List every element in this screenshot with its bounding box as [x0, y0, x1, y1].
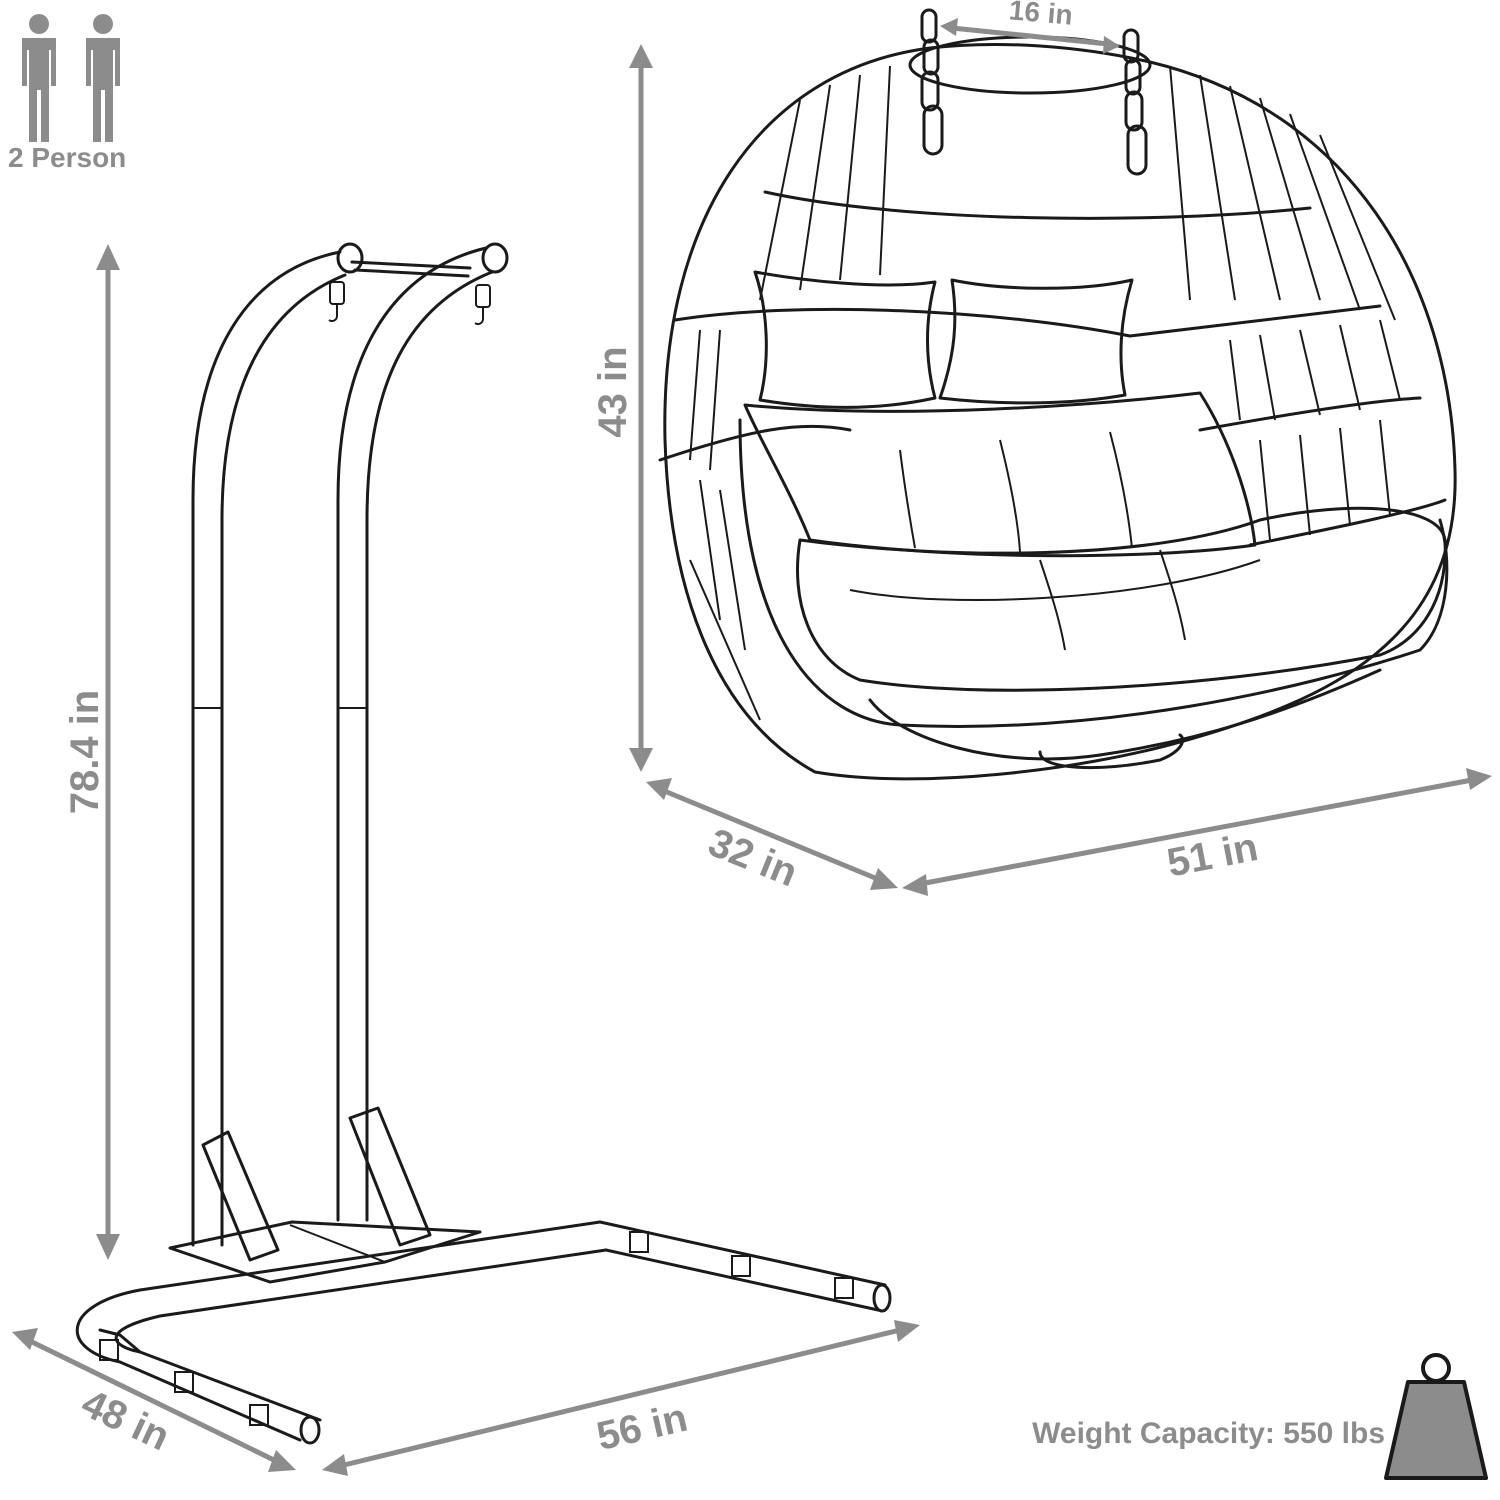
chair-height-label: 43 in — [591, 346, 635, 437]
weight-capacity-value: 550 lbs — [1283, 1417, 1385, 1450]
dimension-line-stand-height — [96, 244, 120, 1260]
dimension-line-stand-width — [322, 1320, 920, 1476]
stand-height-label: 78.4 in — [63, 690, 107, 815]
dimension-line-chair-height — [629, 44, 653, 772]
stand-width-label: 56 in — [593, 1396, 692, 1459]
chair-depth-label: 32 in — [702, 820, 803, 895]
person-icon — [86, 14, 120, 142]
weight-capacity-label: Weight Capacity: 550 lbs — [1032, 1417, 1385, 1450]
chain-icon — [920, 8, 944, 156]
stand-drawing — [75, 242, 892, 1445]
two-person-icon — [22, 14, 120, 142]
dimension-line-chair-top-width — [940, 18, 1120, 54]
weight-capacity-prefix: Weight Capacity: — [1032, 1417, 1275, 1450]
person-icon — [22, 14, 56, 142]
chain-icon — [1122, 28, 1148, 176]
dimension-line-stand-depth — [12, 1328, 296, 1472]
egg-chair-drawing — [658, 8, 1457, 781]
dimension-line-chair-depth — [646, 778, 898, 890]
spring-hook-icon — [474, 284, 491, 325]
dimension-line-chair-width — [902, 768, 1492, 896]
stand-depth-label: 48 in — [75, 1381, 176, 1459]
weight-icon — [1384, 1353, 1488, 1480]
spring-hook-icon — [328, 281, 345, 322]
chair-top-width-label: 16 in — [1008, 0, 1074, 31]
capacity-label: 2 Person — [8, 142, 126, 173]
